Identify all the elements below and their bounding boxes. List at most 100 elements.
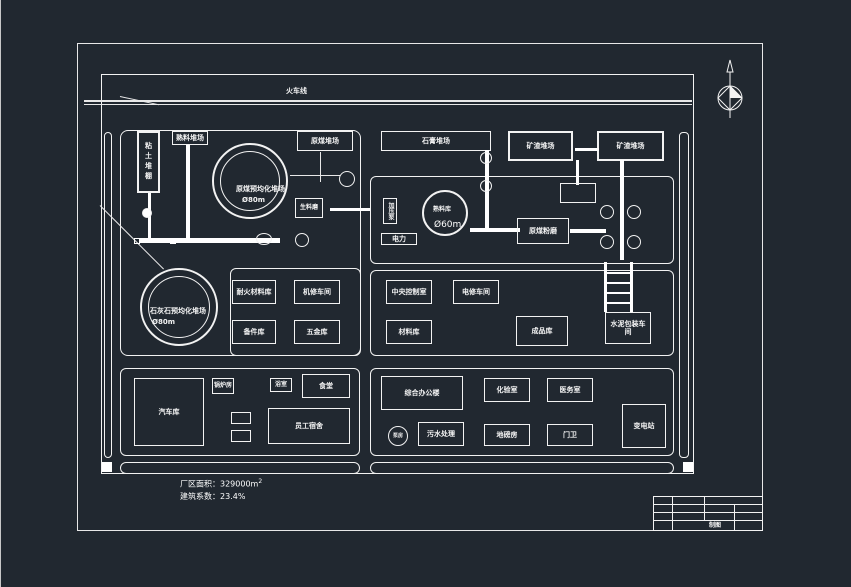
slag-yard: 矿渣堆场 [597,131,664,161]
coal-prehomo-label: 原煤预均化堆场 [236,185,285,193]
conveyor-kiln-east [470,228,520,232]
density-stat-value: 23.4% [220,492,246,501]
maintenance-shop: 机修车间 [294,280,340,304]
node-small-a [134,238,140,244]
kiln-label: 熟料库 [433,206,452,213]
gate-marker-se [683,462,693,472]
finished-store-label: 成品库 [531,327,553,335]
zone-life-east [370,368,674,456]
road-west-strip [104,132,112,458]
spare-parts-store: 备件库 [232,320,276,344]
tb-row-3 [654,513,762,521]
density-stat-label: 建筑系数： [180,492,220,501]
conveyor-v1 [186,145,190,241]
pack-rung-2 [604,282,633,284]
raw-mill-label: 生料磨 [299,204,318,211]
maintenance-shop-label: 机修车间 [303,288,331,296]
kiln-dim: Ø60m [434,220,462,230]
zone-production-mid [370,270,674,356]
elec-repair-label: 电修车间 [462,288,490,296]
hardware-store: 五金库 [294,320,340,344]
coal-prehomo-dim: Ø80m [242,196,265,204]
limestone-prehomo-dim: Ø80m [152,318,175,326]
small-bldg-a [231,412,251,424]
zone-south-strip-west [120,462,360,474]
office-label: 综合办公楼 [404,389,440,397]
staff-dorm-label: 员工宿舍 [295,422,323,430]
soil-silo: 粘土堆棚 [137,131,160,193]
central-control: 中央控制室 [386,280,432,304]
conveyor-v2 [148,193,151,243]
weighbridge-label: 地磅房 [496,431,518,439]
area-stat: 厂区面积：329000m2 [180,478,262,490]
finished-store: 成品库 [516,316,568,346]
staff-dorm: 员工宿舍 [268,408,350,444]
small-bldg-b [231,430,251,442]
material-store: 材料库 [386,320,432,344]
clinic: 医务室 [547,378,593,402]
mixing-station [560,183,596,203]
zone-life-west [120,368,360,456]
canteen: 食堂 [302,374,350,398]
railway-label: 火车线 [286,87,307,95]
conveyor-east-h [570,229,606,233]
elec-room: 电力 [381,233,417,245]
cement-packing-label: 水泥包装车间 [610,320,646,336]
conveyor-coal [290,175,340,176]
road-east-strip [679,132,689,458]
testing-lab-label: 化验室 [496,386,518,394]
silo-4 [627,235,641,249]
coal-prehomo-circle-outer [212,143,288,219]
tb-row-1 [654,497,762,505]
node-3 [256,233,272,245]
area-stat-unit-sup: 2 [258,478,263,485]
pack-belt-right [630,262,633,312]
coal-yard: 原煤堆场 [297,131,353,151]
cement-packing: 水泥包装车间 [605,312,651,344]
mixed-yard-label: 矿渣堆场 [526,142,555,150]
railway-line-1 [84,100,692,102]
fire-material-store: 耐火材料库 [232,280,276,304]
central-control-label: 中央控制室 [391,288,427,296]
node-1 [142,208,152,218]
conveyor-mix-v [576,160,579,185]
water-treatment-label: 污水处理 [427,430,455,438]
pack-belt-left [604,262,607,312]
north-arrow-icon [717,59,743,118]
material-store-label: 材料库 [398,328,420,336]
office-building: 综合办公楼 [381,376,463,410]
guard-room: 门卫 [547,424,593,446]
hardware-store-label: 五金库 [306,328,328,336]
pack-rung-4 [604,302,633,304]
conveyor-coal-2 [320,152,321,182]
pack-rung-1 [604,272,633,274]
zone-production-north [370,176,674,264]
node-4 [295,233,309,247]
tb-col-3 [734,505,735,530]
conveyor-to-kiln [330,208,370,211]
railway-line-2 [84,104,692,105]
gypsum-yard: 石膏堆场 [381,131,491,151]
spare-parts-label: 备件库 [243,328,265,336]
silo-3 [600,235,614,249]
title-block: 制图 [653,496,763,531]
area-stat-value: 329000m [220,479,259,489]
raw-mill: 生料磨 [295,198,323,218]
kiln-circle [422,190,468,236]
node-5 [480,180,492,192]
limestone-prehomo-label: 石灰石预均化堆场 [150,307,206,315]
elec-room-label: 电力 [392,235,406,243]
pack-rung-3 [604,292,633,294]
silo-1 [600,205,614,219]
substation: 变电站 [622,404,666,448]
clinker-yard: 熟料堆场 [172,131,208,145]
fire-material-label: 耐火材料库 [236,288,272,296]
pump-room-a-label: 加压泵 [387,202,394,220]
canteen-label: 食堂 [319,382,333,390]
pump-label: 泵房 [392,433,403,439]
weighbridge: 地磅房 [484,424,530,446]
density-stat: 建筑系数：23.4% [180,491,245,502]
garage: 汽车库 [134,378,204,446]
pump-station: 泵房 [388,426,408,446]
